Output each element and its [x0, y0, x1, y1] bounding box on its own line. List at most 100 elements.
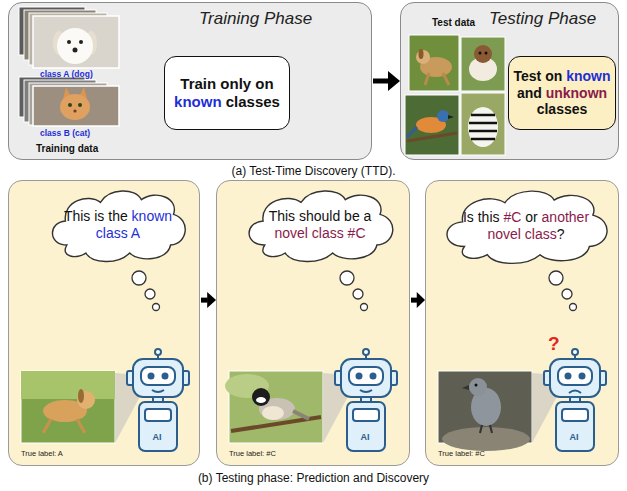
thought-text: ?	[557, 226, 565, 242]
illustration-part	[407, 127, 417, 137]
illustration-part	[572, 349, 578, 355]
box-text: classes	[537, 101, 588, 117]
thought-cloud: Is this #C or another novel class?	[438, 185, 614, 267]
illustration-part	[43, 419, 51, 433]
illustration-part	[127, 349, 189, 451]
illustration-part	[153, 304, 160, 311]
class-label: class B (cat)	[40, 128, 90, 138]
illustration-part	[141, 367, 175, 385]
box-text: Train only on	[180, 75, 273, 92]
set-label: Training data	[36, 143, 98, 154]
illustration-part	[57, 28, 93, 64]
cloud-outline	[52, 191, 185, 262]
text-block: Is this #C or another novel class?	[456, 209, 597, 243]
illustration-part	[79, 40, 83, 44]
illustration-part	[474, 45, 492, 63]
illustration-part	[349, 367, 383, 385]
illustration-part	[145, 289, 155, 299]
illustration-part	[293, 411, 309, 419]
arrow-shaft	[373, 79, 389, 84]
question-mark: ?	[548, 333, 560, 355]
illustration-part	[132, 271, 146, 285]
illustration-part	[139, 402, 177, 451]
figure-caption: (b) Testing phase: Prediction and Discov…	[0, 471, 627, 485]
illustration-part	[485, 52, 488, 55]
illustration-part	[562, 409, 588, 421]
illustration-part	[33, 86, 119, 126]
thought-text: This should be a	[269, 208, 372, 224]
illustration-part	[437, 110, 449, 122]
class-label: class A (dog)	[40, 69, 93, 79]
arrow-shaft	[201, 298, 208, 303]
illustration-part	[155, 349, 161, 355]
illustration-part	[363, 349, 369, 355]
illustration-part	[475, 384, 478, 387]
thought-cloud: This should be a novel class #C	[241, 185, 399, 265]
illustration-part	[442, 427, 530, 451]
thought-text: This is the	[64, 208, 128, 224]
box-text: known	[566, 68, 610, 84]
illustration-part	[347, 402, 385, 451]
illustration-part	[461, 37, 505, 91]
illustration-part	[469, 130, 497, 133]
thought-text: novel class #C	[274, 225, 365, 241]
illustration-part	[550, 359, 600, 397]
illustration-part	[78, 389, 84, 403]
illustration-part	[490, 425, 492, 433]
illustration-part	[407, 133, 457, 141]
illustration-part	[252, 388, 270, 406]
illustration-part	[335, 349, 397, 451]
illustration-part	[262, 406, 284, 420]
illustration-part	[448, 115, 454, 119]
arrow-shaft	[411, 298, 417, 303]
illustration-part	[145, 409, 171, 421]
box-text: known	[174, 93, 222, 110]
illustration-part	[570, 304, 577, 311]
cloud-outline	[447, 191, 607, 263]
robot-badge: AI	[555, 432, 593, 442]
illustration-part	[33, 16, 119, 68]
text-block: This should be a novel class #C	[260, 208, 380, 242]
illustration-part	[73, 109, 76, 112]
illustration-part	[409, 35, 459, 91]
thought-text: or	[525, 209, 537, 225]
thought-text: Is this	[463, 209, 500, 225]
illustration-part	[480, 425, 482, 433]
illustration-part	[419, 49, 424, 59]
illustration-part	[353, 409, 379, 421]
box-text: unknown	[546, 85, 607, 101]
flow-arrow	[411, 292, 425, 308]
illustration-part	[148, 373, 155, 380]
illustration-part	[405, 95, 459, 155]
true-label: True label: #C	[229, 449, 276, 458]
illustration-part	[340, 271, 354, 285]
illustration-part	[579, 373, 586, 380]
true-label: True label: A	[21, 449, 63, 458]
illustration-part	[468, 107, 498, 147]
arrow-head	[207, 292, 216, 308]
illustration-part	[565, 373, 572, 380]
illustration-part	[569, 391, 581, 394]
illustration-part	[471, 138, 495, 141]
thought-text: another novel class	[487, 209, 589, 242]
box-text: classes	[226, 93, 280, 110]
thought-cloud: This is the known class A	[45, 185, 191, 265]
panel-title: Testing Phase	[489, 9, 596, 29]
illustration-part	[256, 397, 266, 403]
illustration-part	[462, 385, 469, 390]
text-block: This is the known class A	[63, 208, 174, 242]
illustration-part	[162, 373, 169, 380]
flow-arrow	[373, 71, 400, 91]
illustration-part	[549, 271, 563, 285]
illustration-part	[425, 73, 429, 85]
illustration-part	[443, 73, 449, 85]
illustration-part	[78, 103, 82, 107]
stage-panel: True label: A This is the known class A	[8, 180, 200, 466]
stage-panel: True label: #CIs this #C or another nove…	[425, 180, 619, 466]
box-text: and	[517, 85, 542, 101]
process-box: Test on known and unknown classes	[508, 56, 616, 130]
flow-arrow	[201, 292, 216, 308]
process-box: Train only on known classes	[164, 56, 290, 130]
illustration-part	[68, 103, 72, 107]
